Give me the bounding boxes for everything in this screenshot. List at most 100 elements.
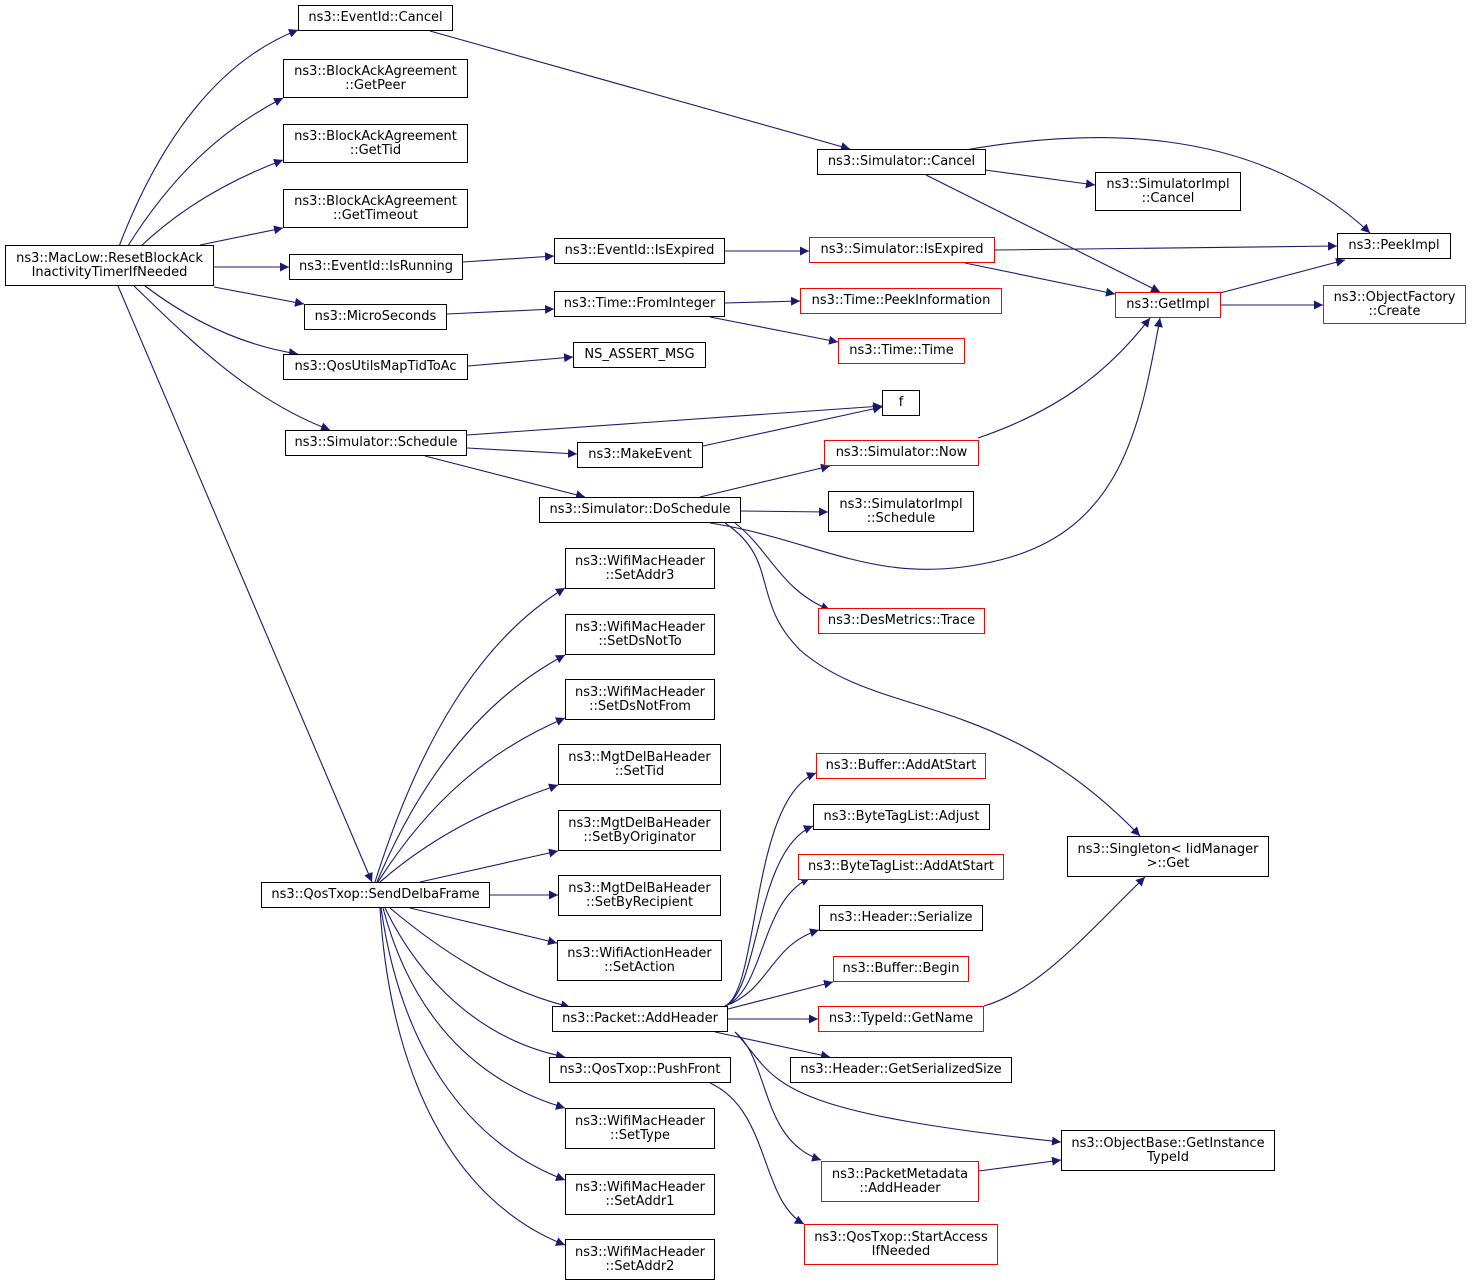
node-ns-assert-msg[interactable]: NS_ASSERT_MSG	[573, 342, 706, 368]
edge-doschedule-to-singletonget	[724, 522, 1141, 837]
node-f[interactable]: f	[882, 390, 920, 416]
node-peekimpl[interactable]: ns3::PeekImpl	[1337, 233, 1451, 259]
node-mgtdelbaheader-settid[interactable]: ns3::MgtDelBaHeader::SetTid	[558, 744, 721, 785]
node-getimpl[interactable]: ns3::GetImpl	[1115, 292, 1221, 318]
node-buffer-begin[interactable]: ns3::Buffer::Begin	[833, 956, 969, 982]
node-label: ns3::MgtDelBaHeader	[568, 880, 711, 896]
node-wifimacheader-settype[interactable]: ns3::WifiMacHeader::SetType	[565, 1108, 715, 1149]
node-label: ns3::PeekImpl	[1348, 238, 1440, 253]
node-qostxop-pushfront[interactable]: ns3::QosTxop::PushFront	[549, 1057, 731, 1083]
node-singleton-iidmanager-get[interactable]: ns3::Singleton< IidManager >::Get	[1067, 836, 1269, 877]
node-blockackagreement-gettid[interactable]: ns3::BlockAckAgreement::GetTid	[283, 124, 468, 163]
node-simulatorimpl-cancel[interactable]: ns3::SimulatorImpl::Cancel	[1095, 172, 1241, 211]
node-time-time[interactable]: ns3::Time::Time	[838, 338, 965, 364]
node-makeevent[interactable]: ns3::MakeEvent	[577, 442, 703, 468]
node-label: ns3::MgtDelBaHeader	[568, 815, 711, 831]
node-label: ::Schedule	[866, 510, 936, 526]
node-label: ns3::QosTxop::PushFront	[559, 1062, 721, 1077]
node-label: ns3::Simulator::Cancel	[827, 154, 976, 169]
node-wifimacheader-setaddr2[interactable]: ns3::WifiMacHeader::SetAddr2	[565, 1239, 715, 1280]
node-label: ns3::MakeEvent	[588, 447, 692, 462]
edge-addheader-to-bufbegin	[727, 979, 834, 1010]
edge-pushfront-to-startaccess	[709, 1082, 805, 1225]
node-label: ::Create	[1368, 303, 1421, 319]
node-buffer-addatstart[interactable]: ns3::Buffer::AddAtStart	[816, 753, 986, 779]
node-microseconds[interactable]: ns3::MicroSeconds	[304, 304, 447, 330]
node-label: ns3::WifiActionHeader	[567, 945, 712, 961]
edge-senddelba-to-setaddr1	[380, 907, 566, 1181]
node-qostxop-senddelbaframe[interactable]: ns3::QosTxop::SendDelbaFrame	[261, 882, 490, 908]
node-simulator-schedule[interactable]: ns3::Simulator::Schedule	[285, 430, 467, 456]
edge-root-to-getpeer	[125, 97, 284, 250]
node-simulator-isexpired[interactable]: ns3::Simulator::IsExpired	[809, 237, 995, 263]
node-wifimacheader-setaddr1[interactable]: ns3::WifiMacHeader::SetAddr1	[565, 1174, 715, 1215]
node-packetmetadata-addheader[interactable]: ns3::PacketMetadata::AddHeader	[821, 1161, 979, 1202]
node-label: ns3::Time::PeekInformation	[811, 293, 991, 308]
edge-frominteger-to-timetime	[709, 316, 839, 345]
node-simulatorimpl-schedule[interactable]: ns3::SimulatorImpl::Schedule	[828, 491, 974, 532]
node-typeid-getname[interactable]: ns3::TypeId::GetName	[818, 1006, 984, 1032]
node-objectfactory-create[interactable]: ns3::ObjectFactory::Create	[1323, 285, 1466, 324]
node-blockackagreement-gettimeout[interactable]: ns3::BlockAckAgreement::GetTimeout	[283, 189, 468, 228]
node-eventid-cancel[interactable]: ns3::EventId::Cancel	[298, 5, 453, 31]
node-label: ::AddHeader	[859, 1180, 941, 1196]
edge-addheader-to-btladdatstart	[724, 877, 811, 1007]
edge-root-to-gettid	[137, 158, 284, 250]
node-blockackagreement-getpeer[interactable]: ns3::BlockAckAgreement::GetPeer	[283, 59, 468, 98]
node-simulator-doschedule[interactable]: ns3::Simulator::DoSchedule	[539, 497, 741, 523]
node-label: ns3::WifiMacHeader	[574, 619, 706, 635]
node-label: ::Cancel	[1141, 190, 1195, 206]
node-time-frominteger[interactable]: ns3::Time::FromInteger	[554, 291, 725, 317]
node-label: ns3::EventId::IsExpired	[564, 243, 715, 258]
edge-getimpl-to-peekimpl	[1219, 257, 1346, 294]
edge-addheader-to-pktmeta	[734, 1031, 822, 1162]
node-label: ns3::WifiMacHeader	[574, 1179, 706, 1195]
node-wifimacheader-setdsnotto[interactable]: ns3::WifiMacHeader::SetDsNotTo	[565, 614, 715, 655]
node-label: ::SetDsNotTo	[598, 633, 682, 649]
edge-senddelba-to-setdsnotfrom	[377, 717, 566, 883]
edge-evcancel-to-simcancel	[429, 30, 851, 151]
edge-doschedule-to-getimpl	[709, 317, 1163, 570]
node-header-getserializedsize[interactable]: ns3::Header::GetSerializedSize	[790, 1057, 1012, 1083]
node-wifimacheader-setdsnotfrom[interactable]: ns3::WifiMacHeader::SetDsNotFrom	[565, 679, 715, 720]
node-time-peekinformation[interactable]: ns3::Time::PeekInformation	[800, 288, 1002, 314]
node-qosutilsmaptidtoac[interactable]: ns3::QosUtilsMapTidToAc	[283, 354, 468, 380]
node-mgtdelbaheader-setbyrecipient[interactable]: ns3::MgtDelBaHeader::SetByRecipient	[558, 875, 721, 916]
node-label: ns3::ByteTagList::Adjust	[823, 809, 980, 824]
node-eventid-isexpired[interactable]: ns3::EventId::IsExpired	[554, 238, 725, 264]
edge-root-to-microseconds	[213, 286, 305, 307]
node-wifiactionheader-setaction[interactable]: ns3::WifiActionHeader::SetAction	[557, 940, 722, 981]
node-label: ns3::QosUtilsMapTidToAc	[294, 359, 457, 374]
node-label: ns3::TypeId::GetName	[828, 1011, 974, 1026]
node-label: IfNeeded	[871, 1243, 931, 1259]
edge-doschedule-to-simnow	[699, 463, 831, 498]
node-eventid-isrunning[interactable]: ns3::EventId::IsRunning	[289, 254, 463, 280]
edge-qosmap-to-nsassert	[467, 353, 574, 367]
node-label: ::SetAddr1	[605, 1193, 675, 1209]
node-label: ns3::Time::FromInteger	[563, 296, 716, 311]
node-simulator-cancel[interactable]: ns3::Simulator::Cancel	[817, 149, 986, 175]
node-desmetrics-trace[interactable]: ns3::DesMetrics::Trace	[818, 608, 985, 634]
node-mgtdelbaheader-setbyoriginator[interactable]: ns3::MgtDelBaHeader::SetByOriginator	[558, 810, 721, 851]
node-simulator-now[interactable]: ns3::Simulator::Now	[824, 440, 979, 466]
node-label: ns3::DesMetrics::Trace	[827, 613, 976, 628]
edge-frominteger-to-peekinfo	[724, 296, 801, 306]
edge-senddelba-to-addheader	[389, 907, 571, 1010]
edge-simisexpired-to-peekimpl	[994, 241, 1338, 251]
edge-senddelba-to-mgtsettid	[379, 783, 559, 883]
node-bytetaglist-adjust[interactable]: ns3::ByteTagList::Adjust	[813, 804, 990, 830]
node-label: ns3::QosTxop::SendDelbaFrame	[271, 887, 480, 902]
node-label: ns3::Header::Serialize	[829, 910, 973, 925]
node-header-serialize[interactable]: ns3::Header::Serialize	[819, 905, 983, 931]
edge-senddelba-to-pushfront	[384, 907, 566, 1060]
node-label: ns3::GetImpl	[1126, 297, 1210, 312]
node-packet-addheader[interactable]: ns3::Packet::AddHeader	[552, 1006, 728, 1032]
node-wifimacheader-setaddr3[interactable]: ns3::WifiMacHeader::SetAddr3	[565, 548, 715, 589]
edge-senddelba-to-setaddr2	[379, 907, 566, 1246]
edge-senddelba-to-setaddr3	[374, 587, 566, 883]
node-label: ns3::Header::GetSerializedSize	[800, 1062, 1002, 1077]
node-bytetaglist-addatstart[interactable]: ns3::ByteTagList::AddAtStart	[798, 854, 1004, 880]
